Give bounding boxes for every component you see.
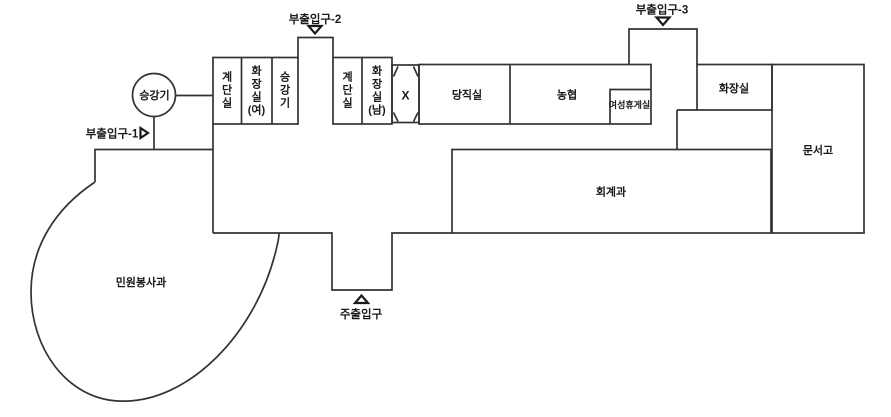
room-block-duty-nonghyup-outline <box>418 63 652 125</box>
room-stairwell-left-char: 실 <box>222 96 232 110</box>
room-toilet-men-char: 장 <box>372 77 382 91</box>
room-civil-service-label: 민원봉사과 <box>116 275 167 289</box>
room-stairwell-right-char: 단 <box>342 83 352 97</box>
room-block-left-outline <box>212 56 299 125</box>
room-stairwell-right-label: 계 단 실 <box>342 70 352 110</box>
room-toilet-women-char: 실 <box>251 90 261 104</box>
room-elevator-box-char: 승 <box>280 71 290 84</box>
entrance-side1-label: 부출입구-1 <box>86 127 139 141</box>
down-triangle-icon <box>306 24 324 36</box>
room-archive-outline <box>771 63 865 234</box>
room-toilet-women-char: (여) <box>248 103 266 117</box>
room-toilet-men-char: 실 <box>372 90 382 104</box>
x-room-corner-tick-bl <box>392 112 399 122</box>
down-triangle-icon <box>654 16 672 27</box>
room-elevator-box-char: 강 <box>280 83 290 97</box>
room-x-label: X <box>401 89 409 103</box>
room-elevator-box-label: 승 강 기 <box>280 71 290 110</box>
room-duty-label: 당직실 <box>452 88 482 102</box>
entrance-side3-label: 부출입구-3 <box>636 3 689 17</box>
corridor-side3-outline <box>628 28 698 65</box>
x-room-corner-tick-tr <box>412 66 419 77</box>
x-room-corner-tick-tl <box>392 66 399 77</box>
right-triangle-icon <box>139 125 150 141</box>
room-archive-label: 문서고 <box>803 143 833 157</box>
up-triangle-icon <box>352 293 371 305</box>
x-room-corner-tick-br <box>412 112 419 122</box>
room-accounting-outline <box>451 148 772 234</box>
wall-bottom-boundary-main-entrance <box>213 232 452 291</box>
room-toilet-women-label: 화 장 실 (여) <box>248 64 266 117</box>
room-womens-lounge-outline <box>609 88 651 124</box>
room-stairwell-right-char: 계 <box>342 70 352 84</box>
entrance-side2-label: 부출입구-2 <box>289 12 342 26</box>
room-toilet-women-char: 화 <box>251 64 261 78</box>
corridor-side2-outline <box>297 36 334 58</box>
room-toilet-men-char: (남) <box>368 104 386 117</box>
room-accounting-label: 회계과 <box>596 185 626 199</box>
room-toilet-men-char: 화 <box>372 64 382 78</box>
room-civil-service-top-left-walls <box>94 148 213 182</box>
room-stairwell-left-char: 단 <box>222 83 232 97</box>
elevator-circle-label: 승강기 <box>139 88 169 102</box>
room-womens-lounge-label: 여성휴게실 <box>609 99 650 110</box>
room-nonghyup-label: 농협 <box>557 88 577 102</box>
room-stairwell-left-label: 계 단 실 <box>222 70 232 110</box>
room-toilet-women-char: 장 <box>251 77 261 91</box>
room-toilet-men-label: 화 장 실 (남) <box>368 64 386 117</box>
elevator-circle-outline <box>131 72 177 118</box>
room-stairwell-left-char: 계 <box>222 70 232 84</box>
room-civil-service-curved-wall <box>30 181 280 402</box>
room-toilet-right-label: 화장실 <box>719 81 749 95</box>
room-stairwell-right-char: 실 <box>342 96 352 110</box>
entrance-main-label: 주출입구 <box>340 307 383 321</box>
room-elevator-box-char: 기 <box>280 96 290 110</box>
